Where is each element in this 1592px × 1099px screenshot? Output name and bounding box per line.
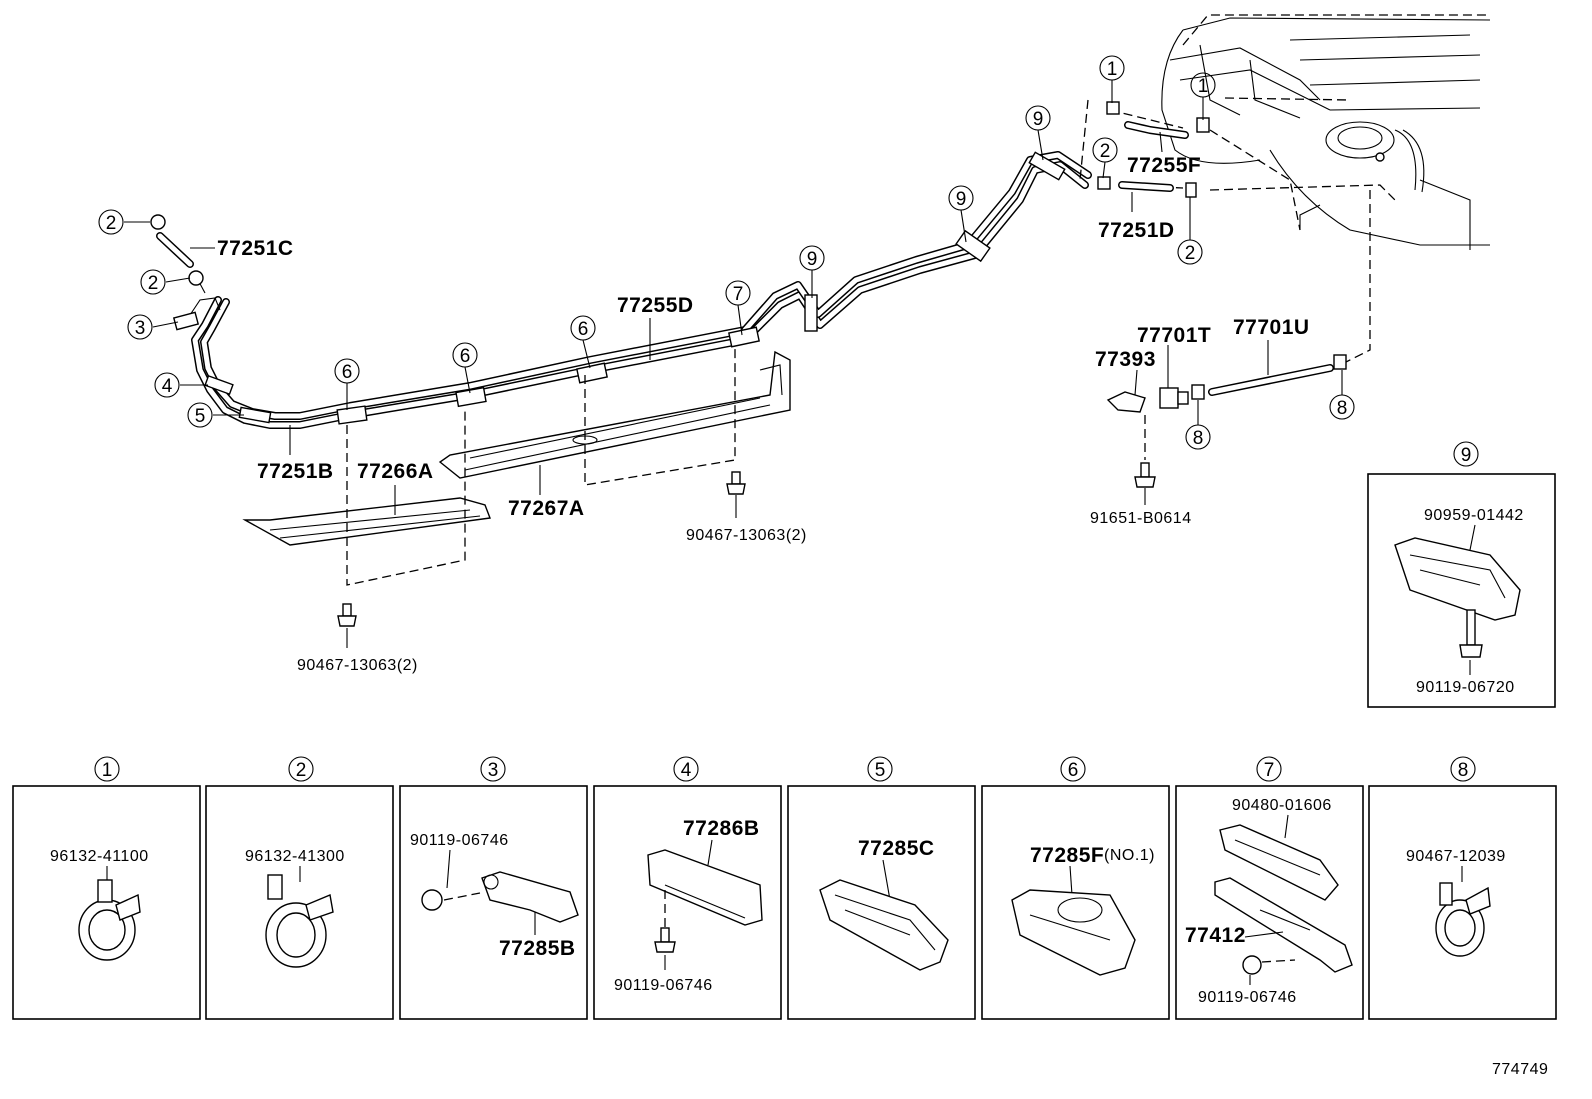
label-90467-13063-b: 90467-13063(2) bbox=[297, 657, 418, 674]
svg-text:4: 4 bbox=[162, 376, 173, 397]
svg-text:77286B: 77286B bbox=[683, 817, 760, 840]
label-77251D: 77251D bbox=[1098, 219, 1175, 242]
main-callouts: 2 2 3 4 5 6 6 6 7 9 9 9 1 1 2 2 8 8 bbox=[98, 55, 1355, 450]
svg-text:6: 6 bbox=[342, 362, 353, 383]
svg-text:1: 1 bbox=[1198, 76, 1209, 97]
clamps bbox=[172, 151, 1066, 425]
svg-text:6: 6 bbox=[578, 319, 589, 340]
svg-text:(NO.1): (NO.1) bbox=[1104, 847, 1155, 864]
main-part-labels: 77251C 77251B 77255D 77266A 77267A 77255… bbox=[217, 154, 1310, 674]
callout-2-a: 2 bbox=[98, 209, 124, 235]
tank-hoses bbox=[150, 101, 1347, 627]
label-91651-B0614: 91651-B0614 bbox=[1090, 510, 1192, 527]
svg-text:7: 7 bbox=[733, 284, 744, 305]
svg-text:7: 7 bbox=[1264, 760, 1275, 781]
detail-box-4: 4 77286B 90119-06746 bbox=[593, 756, 782, 1020]
label-90959-01442: 90959-01442 bbox=[1424, 507, 1524, 524]
svg-text:6: 6 bbox=[1068, 760, 1079, 781]
svg-text:96132-41300: 96132-41300 bbox=[245, 848, 345, 865]
svg-text:8: 8 bbox=[1337, 398, 1348, 419]
fuel-pipe-assembly bbox=[189, 151, 1092, 429]
svg-text:8: 8 bbox=[1458, 760, 1469, 781]
svg-text:8: 8 bbox=[1193, 428, 1204, 449]
callout-7: 7 bbox=[725, 280, 751, 306]
callout-6-c: 6 bbox=[570, 315, 596, 341]
svg-text:2: 2 bbox=[296, 760, 307, 781]
detail-box-8: 8 90467-12039 bbox=[1368, 756, 1557, 1020]
svg-text:2: 2 bbox=[1100, 141, 1111, 162]
callout-8-a: 8 bbox=[1185, 424, 1211, 450]
svg-text:90119-06746: 90119-06746 bbox=[1198, 989, 1297, 1006]
svg-text:9: 9 bbox=[807, 249, 818, 270]
callout-1-a: 1 bbox=[1099, 55, 1125, 81]
svg-text:5: 5 bbox=[195, 406, 206, 427]
diagram-id: 774749 bbox=[1492, 1061, 1548, 1078]
fuel-tank bbox=[1161, 17, 1491, 250]
detail-box-1: 1 96132-41100 bbox=[12, 756, 201, 1020]
callout-9-a: 9 bbox=[799, 245, 825, 271]
callout-9-c: 9 bbox=[1025, 105, 1051, 131]
svg-text:3: 3 bbox=[135, 318, 146, 339]
svg-text:90467-12039: 90467-12039 bbox=[1406, 848, 1506, 865]
label-90119-06720: 90119-06720 bbox=[1416, 679, 1515, 696]
label-77267A: 77267A bbox=[508, 497, 585, 520]
svg-text:2: 2 bbox=[148, 273, 159, 294]
svg-text:77285C: 77285C bbox=[858, 837, 935, 860]
label-77255F: 77255F bbox=[1127, 154, 1201, 177]
svg-text:5: 5 bbox=[875, 760, 886, 781]
svg-text:1: 1 bbox=[1107, 59, 1118, 80]
callout-2-d: 2 bbox=[1177, 239, 1203, 265]
callout-2-b: 2 bbox=[140, 269, 166, 295]
svg-text:3: 3 bbox=[488, 760, 499, 781]
svg-text:1: 1 bbox=[102, 760, 113, 781]
pipe-protectors bbox=[242, 350, 791, 546]
callout-8-b: 8 bbox=[1329, 394, 1355, 420]
svg-text:90119-06746: 90119-06746 bbox=[410, 832, 509, 849]
detail-box-6: 6 77285F (NO.1) bbox=[981, 756, 1170, 1020]
svg-text:90119-06746: 90119-06746 bbox=[614, 977, 713, 994]
svg-text:9: 9 bbox=[1033, 109, 1044, 130]
svg-text:77412: 77412 bbox=[1185, 924, 1246, 947]
callout-6-a: 6 bbox=[334, 358, 360, 384]
callout-2-c: 2 bbox=[1092, 137, 1118, 163]
label-77701T: 77701T bbox=[1137, 324, 1211, 347]
svg-text:96132-41100: 96132-41100 bbox=[50, 848, 149, 865]
detail-box-2: 2 96132-41300 bbox=[205, 756, 394, 1020]
callout-3: 3 bbox=[127, 314, 153, 340]
svg-text:77285B: 77285B bbox=[499, 937, 576, 960]
callout-1-b: 1 bbox=[1190, 72, 1216, 98]
svg-text:9: 9 bbox=[1461, 445, 1472, 466]
detail-box-3: 3 90119-06746 77285B bbox=[399, 756, 588, 1020]
callout-9-b: 9 bbox=[948, 185, 974, 211]
label-77251B: 77251B bbox=[257, 460, 334, 483]
label-77251C: 77251C bbox=[217, 237, 294, 260]
svg-text:6: 6 bbox=[460, 346, 471, 367]
svg-text:77285F: 77285F bbox=[1030, 844, 1104, 867]
svg-text:90480-01606: 90480-01606 bbox=[1232, 797, 1332, 814]
detail-box-9: 9 90959-01442 90119-06720 bbox=[1367, 441, 1556, 708]
label-77255D: 77255D bbox=[617, 294, 694, 317]
svg-text:2: 2 bbox=[1185, 243, 1196, 264]
svg-text:2: 2 bbox=[106, 213, 117, 234]
callout-6-b: 6 bbox=[452, 342, 478, 368]
callout-4: 4 bbox=[154, 372, 180, 398]
svg-text:4: 4 bbox=[681, 760, 692, 781]
label-77701U: 77701U bbox=[1233, 316, 1310, 339]
label-77266A: 77266A bbox=[357, 460, 434, 483]
detail-box-7: 7 90480-01606 77412 90119-06746 bbox=[1175, 756, 1364, 1020]
label-77393: 77393 bbox=[1095, 348, 1156, 371]
label-90467-13063-a: 90467-13063(2) bbox=[686, 527, 807, 544]
callout-5: 5 bbox=[187, 402, 213, 428]
label-leaders bbox=[124, 80, 1343, 648]
svg-text:9: 9 bbox=[956, 189, 967, 210]
detail-box-5: 5 77285C bbox=[787, 756, 976, 1020]
